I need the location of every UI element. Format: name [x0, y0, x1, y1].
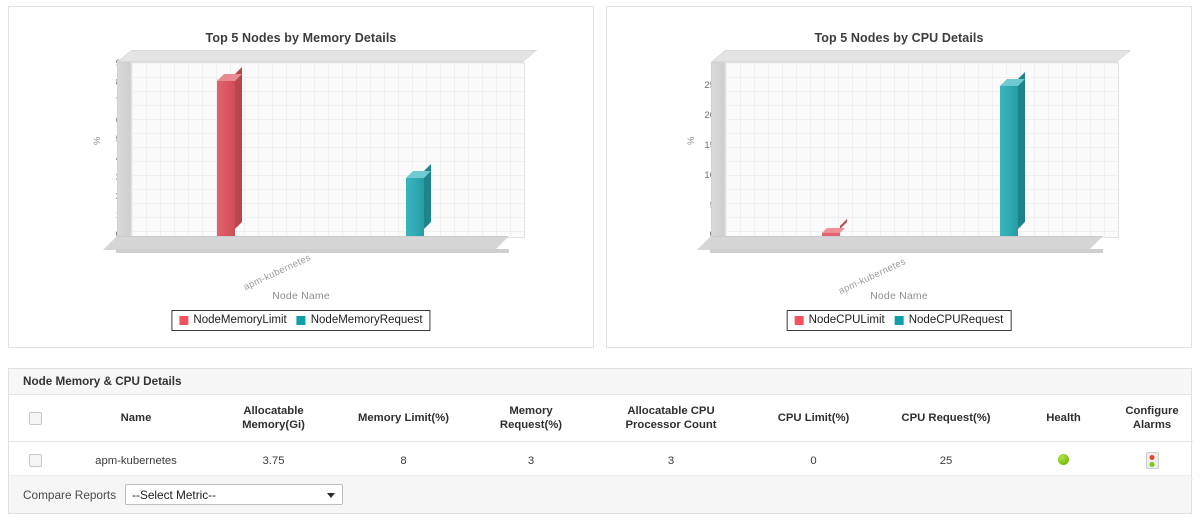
compare-metric-select[interactable]: --Select Metric-- — [125, 484, 344, 505]
row-select-cell — [9, 441, 61, 481]
compare-reports-bar: Compare Reports --Select Metric-- — [9, 475, 1191, 513]
memory-bar-nodememorylimit — [217, 67, 242, 236]
select-all-header — [9, 395, 61, 443]
header-memory-request-line1: Memory — [509, 405, 553, 417]
header-configure-alarms[interactable]: Configure Alarms — [1111, 395, 1193, 443]
memory-chart-panel: Top 5 Nodes by Memory Details % 9 8 7 6 … — [8, 6, 594, 348]
header-allocatable-cpu[interactable]: Allocatable CPU Processor Count — [591, 395, 751, 443]
traffic-light-icon[interactable] — [1145, 452, 1159, 470]
memory-x-axis-title: Node Name — [272, 290, 330, 302]
cpu-y-tick-20: 20 — [704, 110, 715, 121]
table-row[interactable]: apm-kubernetes 3.75 8 3 3 0 25 — [9, 441, 1193, 481]
header-allocatable-memory-line1: Allocatable — [243, 405, 304, 417]
legend-item-nodememorylimit[interactable]: NodeMemoryLimit — [179, 314, 287, 326]
header-memory-request[interactable]: Memory Request(%) — [471, 395, 591, 443]
memory-bar-nodememoryrequest — [406, 164, 431, 236]
health-status-icon — [1058, 453, 1069, 465]
cpu-y-tick-10: 10 — [704, 170, 715, 181]
header-memory-limit[interactable]: Memory Limit(%) — [336, 395, 471, 443]
header-name[interactable]: Name — [61, 395, 211, 443]
legend-label-nodememorylimit: NodeMemoryLimit — [193, 314, 287, 326]
cpu-bar-nodecpulimit — [822, 219, 847, 236]
cell-cpu-limit: 0 — [751, 441, 876, 481]
header-health[interactable]: Health — [1016, 395, 1111, 443]
header-allocatable-memory[interactable]: Allocatable Memory(Gi) — [211, 395, 336, 443]
legend-swatch-nodememoryrequest — [296, 315, 306, 325]
cpu-x-axis-title: Node Name — [870, 290, 928, 302]
row-select-checkbox[interactable] — [28, 454, 42, 468]
header-allocatable-cpu-line1: Allocatable CPU — [627, 405, 715, 417]
header-cpu-request[interactable]: CPU Request(%) — [876, 395, 1016, 443]
legend-item-nodecpurequest[interactable]: NodeCPURequest — [894, 314, 1004, 326]
legend-label-nodecpulimit: NodeCPULimit — [808, 314, 885, 326]
header-configure-alarms-line1: Configure — [1125, 405, 1179, 417]
node-details-table: Name Allocatable Memory(Gi) Memory Limit… — [9, 395, 1193, 481]
memory-chart-title: Top 5 Nodes by Memory Details — [205, 31, 397, 45]
memory-x-category-label: apm-kubernetes — [242, 252, 313, 293]
header-allocatable-memory-line2: Memory(Gi) — [242, 419, 305, 432]
memory-chart-plot-area: % 9 8 7 6 5 4 3 2 1 0 — [9, 50, 593, 293]
cpu-chart-legend: NodeCPULimit NodeCPURequest — [786, 310, 1012, 331]
cpu-chart-panel: Top 5 Nodes by CPU Details % 25 20 15 10… — [606, 6, 1192, 348]
header-cpu-limit[interactable]: CPU Limit(%) — [751, 395, 876, 443]
legend-label-nodecpurequest: NodeCPURequest — [908, 314, 1004, 326]
legend-item-nodememoryrequest[interactable]: NodeMemoryRequest — [296, 314, 423, 326]
cpu-bar-nodecpurequest — [1000, 72, 1025, 236]
node-details-table-card: Node Memory & CPU Details Nam — [8, 368, 1193, 514]
legend-swatch-nodememorylimit — [179, 315, 189, 325]
cell-memory-request: 3 — [471, 441, 591, 481]
header-memory-request-line2: Request(%) — [499, 419, 563, 432]
cell-name: apm-kubernetes — [61, 441, 211, 481]
table-header-row: Name Allocatable Memory(Gi) Memory Limit… — [9, 395, 1193, 443]
legend-item-nodecpulimit[interactable]: NodeCPULimit — [794, 314, 885, 326]
compare-reports-label: Compare Reports — [23, 487, 117, 502]
memory-chart-legend: NodeMemoryLimit NodeMemoryRequest — [171, 310, 431, 331]
header-allocatable-cpu-line2: Processor Count — [625, 419, 717, 432]
compare-metric-selected-value: --Select Metric-- — [132, 487, 217, 502]
table-card-title: Node Memory & CPU Details — [9, 369, 1191, 395]
legend-label-nodememoryrequest: NodeMemoryRequest — [310, 314, 423, 326]
cpu-y-tick-25: 25 — [704, 80, 715, 91]
chevron-down-icon — [327, 492, 336, 498]
cpu-chart-plot-area: % 25 20 15 10 5 0 — [607, 50, 1191, 297]
cpu-chart-title: Top 5 Nodes by CPU Details — [814, 31, 984, 45]
header-configure-alarms-line2: Alarms — [1132, 419, 1172, 432]
legend-swatch-nodecpulimit — [794, 315, 804, 325]
select-all-checkbox[interactable] — [28, 411, 42, 425]
cpu-y-tick-15: 15 — [704, 140, 715, 151]
legend-swatch-nodecpurequest — [894, 315, 904, 325]
